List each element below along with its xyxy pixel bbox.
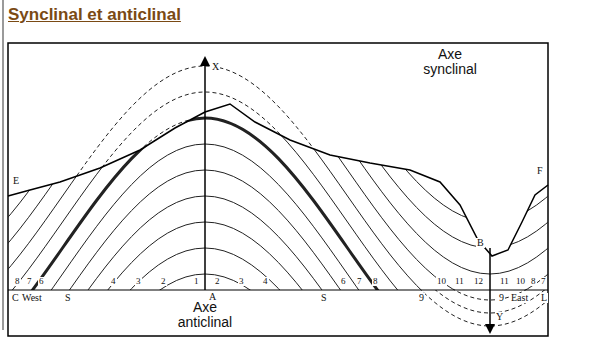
layer-number: 1 (193, 277, 200, 286)
layer-number: 7 (356, 277, 363, 286)
layer-number: 4 (110, 277, 117, 286)
direction-label: East (510, 293, 529, 303)
layer-number: 8 (530, 277, 537, 286)
point-letter: E (12, 176, 20, 186)
layer-number: 9 (418, 293, 425, 303)
layer-number: 4 (262, 277, 269, 286)
direction-label: C (11, 293, 20, 303)
deep-layers-dashed (400, 290, 548, 326)
point-letter: L (540, 293, 548, 303)
eroded-layers-dashed (0, 66, 589, 340)
layer-number: 11 (454, 277, 465, 286)
axis-label: Axe synclinal (412, 47, 488, 77)
point-letter: S (320, 293, 328, 303)
axis-label: Axe anticlinal (167, 300, 243, 330)
layer-number: 8 (372, 277, 379, 286)
base-line (8, 289, 548, 290)
point-letter: X (211, 62, 220, 72)
point-letter: B (476, 238, 485, 248)
layer-number: 7 (540, 277, 547, 286)
anticline-axis (204, 58, 206, 290)
layer-number: 8 (14, 277, 21, 286)
ground-profile (8, 104, 548, 256)
point-letter: A (208, 292, 217, 302)
layer-number: 2 (214, 277, 221, 286)
layer-number: 7 (26, 277, 33, 286)
layer-number: 6 (38, 277, 45, 286)
point-letter: S (64, 293, 72, 303)
direction-label: West (21, 293, 43, 303)
figure-title: Synclinal et anticlinal (8, 6, 181, 23)
layer-number: 10 (436, 277, 447, 286)
point-letter: Y (495, 312, 504, 322)
layer-number: 12 (473, 277, 484, 286)
point-letter: F (536, 166, 544, 176)
layer-number: 6 (340, 277, 347, 286)
layer-number: 2 (160, 277, 167, 286)
layer-number: 10 (515, 277, 526, 286)
page-edge-bar (2, 0, 4, 330)
layer-number: 11 (499, 277, 510, 286)
layer-number: 9 (498, 293, 505, 303)
syncline-axis (489, 248, 491, 332)
figure-frame (8, 43, 548, 336)
layer-number: 3 (135, 277, 142, 286)
layer-number: 3 (238, 277, 245, 286)
